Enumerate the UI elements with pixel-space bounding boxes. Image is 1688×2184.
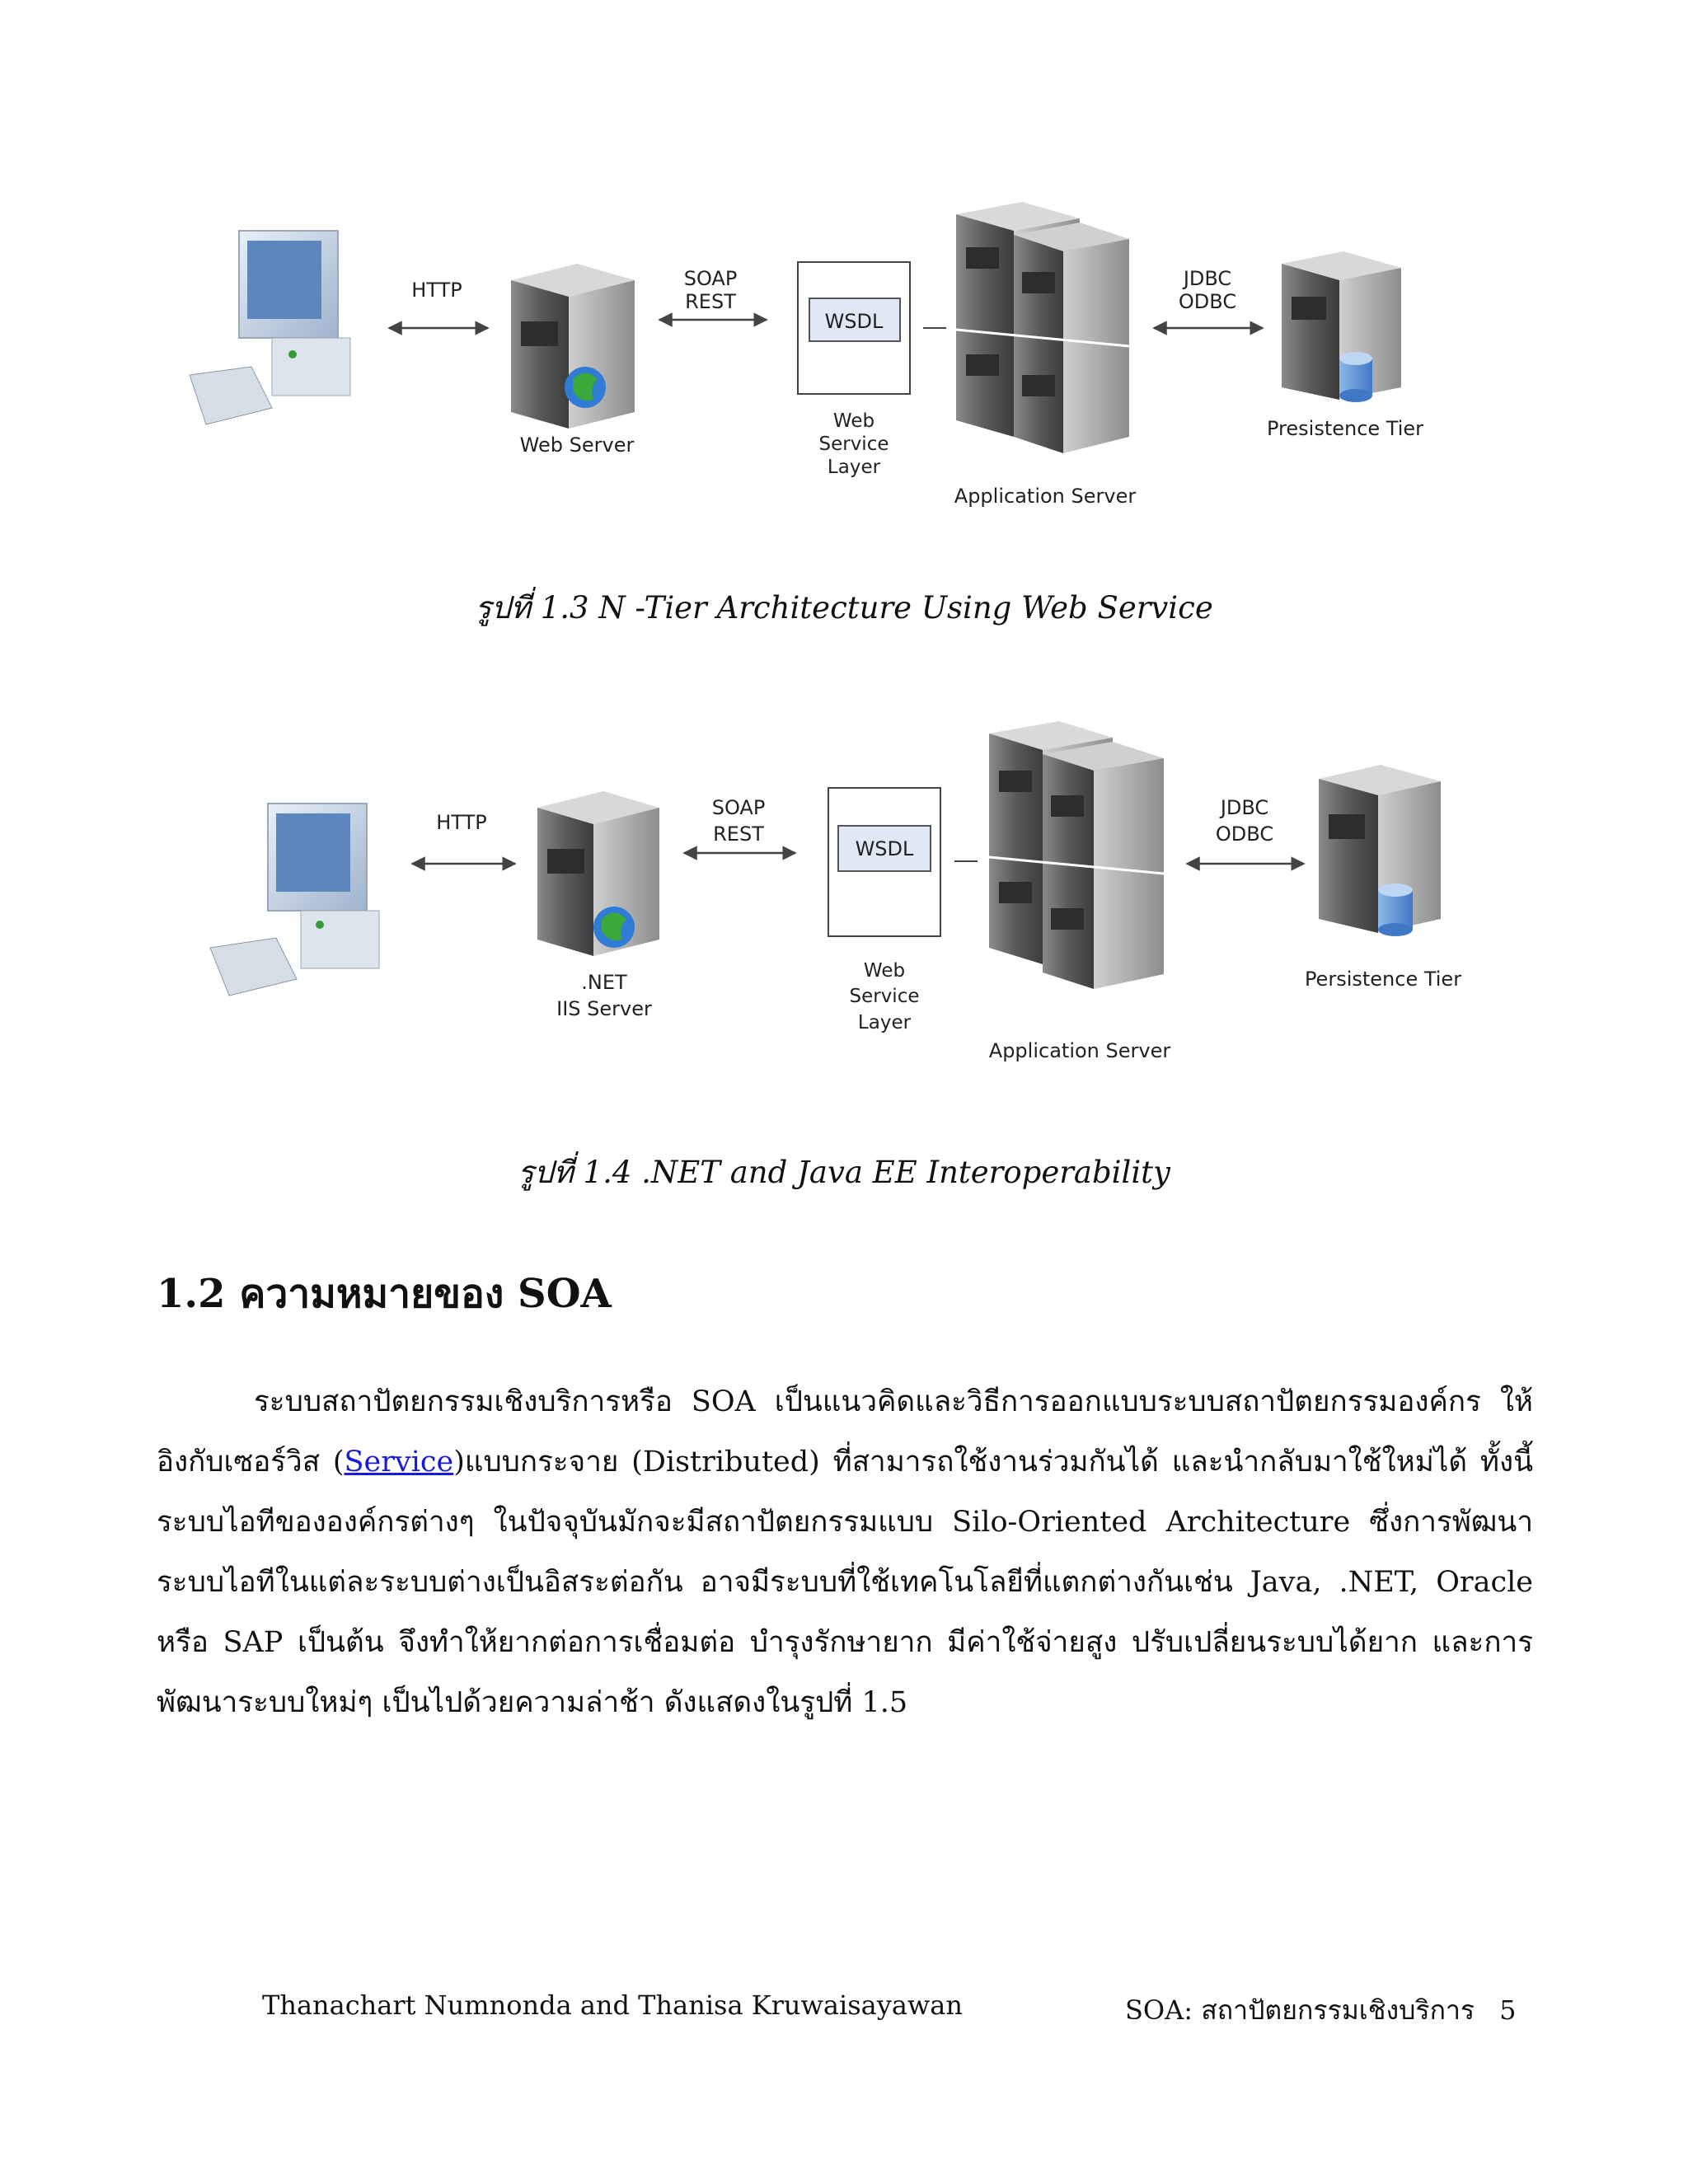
- persistence-tier-icon: [1282, 251, 1401, 402]
- application-server-cluster-icon: [988, 721, 1165, 989]
- paragraph-text-part-2: )แบบกระจาย (Distributed) ที่สามารถใช้งาน…: [157, 1446, 1533, 1719]
- web-server-icon: [511, 264, 635, 429]
- body-paragraph: ระบบสถาปัตยกรรมเชิงบริการหรือ SOA เป็นแน…: [157, 1372, 1533, 1733]
- client-computer-icon: [209, 803, 380, 996]
- section-heading: 1.2 ความหมายของ SOA: [157, 1271, 612, 1317]
- ws-layer-label-2: Service: [818, 434, 889, 455]
- rest-label: REST: [713, 823, 764, 846]
- ws-layer-label-1: Web: [864, 960, 905, 982]
- persistence-tier-label: Persistence Tier: [1305, 968, 1461, 991]
- odbc-label: ODBC: [1179, 290, 1236, 313]
- footer-title: SOA: สถาปัตยกรรมเชิงบริการ: [1125, 1994, 1475, 2026]
- footer-right: SOA: สถาปัตยกรรมเชิงบริการ 5: [1125, 1990, 1516, 2032]
- figure-2-caption: รูปที่ 1.4 .NET and Java EE Interoperabi…: [518, 1155, 1170, 1190]
- figure-1-caption: รูปที่ 1.3 N -Tier Architecture Using We…: [475, 590, 1213, 626]
- ws-layer-label-1: Web: [833, 410, 874, 432]
- web-server-label: Web Server: [520, 434, 635, 457]
- soap-label: SOAP: [684, 267, 738, 290]
- figure-2-diagram: HTTP .NET IIS Server SOAP REST WSDL Web …: [209, 721, 1461, 1062]
- http-label: HTTP: [436, 811, 486, 834]
- persistence-tier-icon: [1319, 765, 1441, 936]
- figure-1-diagram: HTTP Web Server SOAP REST WSDL Web Servi…: [189, 202, 1423, 508]
- ws-layer-label-3: Layer: [858, 1012, 912, 1033]
- persistence-tier-label: Presistence Tier: [1267, 417, 1423, 440]
- odbc-label: ODBC: [1216, 823, 1273, 846]
- footer-authors: Thanachart Numnonda and Thanisa Kruwaisa…: [262, 1990, 963, 2021]
- paragraph-text-part-1: ระบบสถาปัตยกรรมเชิงบริการหรือ SOA เป็นแน…: [157, 1385, 1533, 1479]
- rest-label: REST: [685, 290, 736, 313]
- iis-server-label: IIS Server: [556, 997, 652, 1020]
- page-number: 5: [1499, 1994, 1517, 2026]
- ws-layer-label-2: Service: [849, 986, 919, 1007]
- app-server-label: Application Server: [989, 1039, 1171, 1062]
- app-server-label: Application Server: [954, 485, 1137, 508]
- service-link[interactable]: Service: [344, 1446, 454, 1479]
- jdbc-label: JDBC: [1219, 796, 1268, 819]
- soap-label: SOAP: [712, 796, 766, 819]
- ws-layer-label-3: Layer: [828, 457, 881, 478]
- client-computer-icon: [189, 230, 351, 425]
- wsdl-label: WSDL: [825, 310, 884, 333]
- http-label: HTTP: [411, 279, 462, 302]
- wsdl-label: WSDL: [856, 837, 914, 860]
- net-label: .NET: [581, 971, 627, 994]
- jdbc-label: JDBC: [1182, 267, 1231, 290]
- iis-server-icon: [537, 791, 659, 956]
- application-server-cluster-icon: [955, 202, 1130, 453]
